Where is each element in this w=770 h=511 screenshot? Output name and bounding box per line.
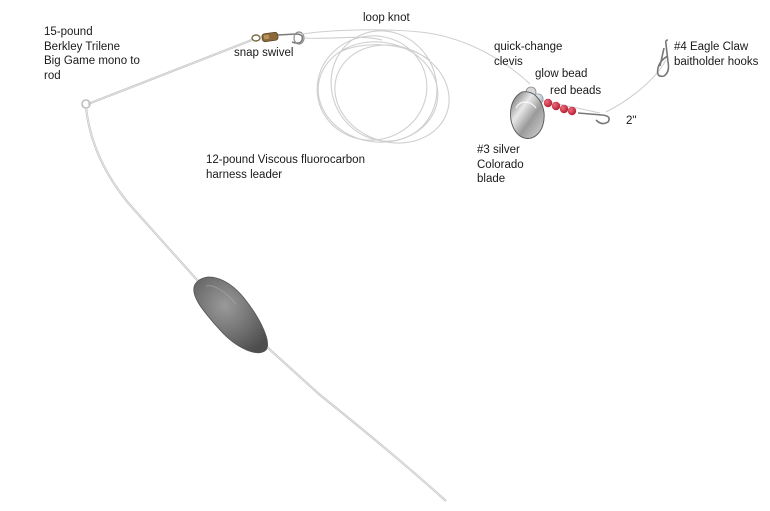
label-clevis: quick-change clevis xyxy=(494,40,562,69)
hook-icon xyxy=(577,39,670,125)
label-leader: 12-pound Viscous fluorocarbon harness le… xyxy=(206,153,365,182)
label-red-beads: red beads xyxy=(550,85,602,97)
label-leader-1: 12-pound Viscous fluorocarbon xyxy=(206,154,365,166)
label-snap-swivel: snap swivel xyxy=(234,47,294,59)
label-hooks: #4 Eagle Claw baitholder hooks xyxy=(674,40,758,69)
sinker-icon xyxy=(193,276,268,354)
label-clevis-1: quick-change xyxy=(494,41,563,53)
label-main-line-2: Berkley Trilene xyxy=(44,40,121,53)
label-blade-1: #3 silver xyxy=(477,144,520,156)
bottom-bouncer-icon xyxy=(81,38,447,502)
label-main-line: 15-pound Berkley Trilene Big Game mono t… xyxy=(44,25,140,83)
label-leader-2: harness leader xyxy=(206,168,283,181)
label-hook-spacing: 2" xyxy=(626,115,637,127)
leader-coil-icon xyxy=(301,29,667,144)
label-hooks-1: #4 Eagle Claw xyxy=(674,41,749,53)
label-loop-knot: loop knot xyxy=(363,12,410,24)
label-clevis-2: clevis xyxy=(494,55,523,68)
colorado-blade-icon xyxy=(510,91,545,139)
label-hooks-2: baitholder hooks xyxy=(674,55,759,68)
label-glow-bead: glow bead xyxy=(535,68,588,80)
label-blade-2: Colorado xyxy=(477,158,524,171)
label-main-line-1: 15-pound xyxy=(44,26,93,38)
label-main-line-4: rod xyxy=(44,69,61,82)
label-main-line-3: Big Game mono to xyxy=(44,55,140,67)
snap-swivel-icon xyxy=(251,31,305,45)
label-blade: #3 silver Colorado blade xyxy=(477,143,524,187)
label-blade-3: blade xyxy=(477,173,506,185)
